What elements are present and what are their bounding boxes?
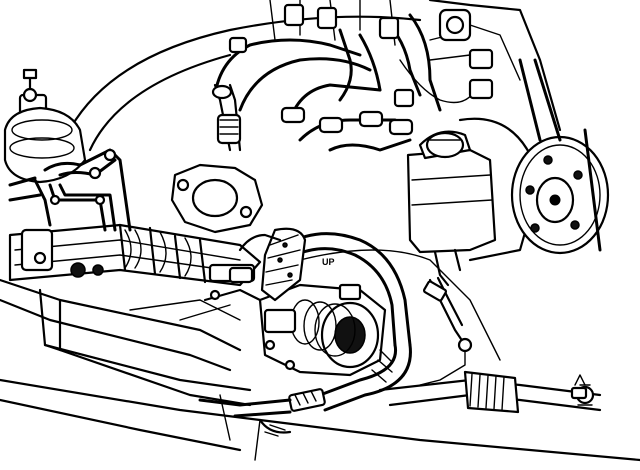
connector-cluster bbox=[179, 233, 282, 321]
ignition-wire-loom bbox=[213, 3, 472, 152]
pump-pulley bbox=[510, 58, 610, 255]
oxygen-sensor bbox=[211, 83, 242, 152]
sensor-lead bbox=[419, 276, 473, 386]
up-callout: UP bbox=[322, 257, 335, 267]
power-steering-reservoir bbox=[406, 130, 497, 287]
hydraulic-lines bbox=[8, 148, 132, 232]
steering-rack bbox=[8, 223, 262, 287]
engine-block bbox=[58, 0, 562, 361]
up-label: UP bbox=[322, 257, 335, 267]
ac-hose bbox=[198, 232, 412, 418]
drive-axle bbox=[378, 370, 602, 414]
ac-compressor bbox=[258, 283, 387, 377]
heat-shield bbox=[260, 227, 307, 302]
small-fitting bbox=[570, 374, 588, 400]
exhaust-flange-gasket bbox=[170, 163, 264, 234]
bottom-bracket bbox=[258, 418, 292, 437]
